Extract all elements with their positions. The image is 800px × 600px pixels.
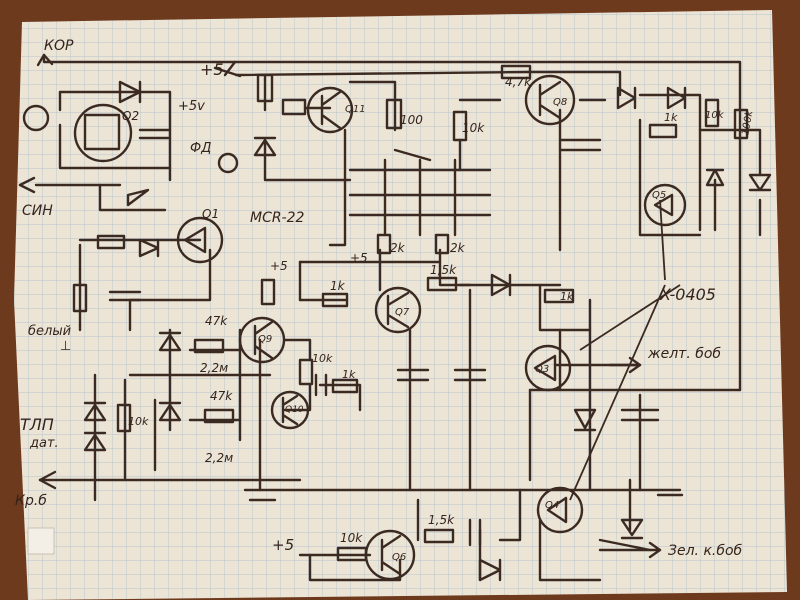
label-r100k: 100k [740,109,755,137]
label-r22m-2: 2,2м [205,451,233,465]
label-r1k-q10: 1k [342,368,356,381]
label-gnd: ⊥ [60,339,71,354]
label-q9: Q9 [258,334,272,345]
label-r10k-q10: 10k [312,352,333,365]
label-r22m-1: 2,2м [200,361,228,375]
label-q3: Q3 [535,364,549,375]
label-r10k-left: 10k [128,415,149,428]
label-r47k-top: 4,7k [505,75,532,89]
label-r10k-bot: 10k [340,531,363,545]
label-plus5-l: +5 [270,259,288,273]
label-q4: Q4 [545,500,559,511]
label-zhelt: желт. боб [647,346,721,362]
note-piece [27,527,55,555]
label-sin: СИН [22,203,53,219]
label-beluy: белый [28,324,71,339]
label-q11: Q11 [345,104,366,115]
label-r1k-b: 1k [560,290,574,303]
label-q8: Q8 [553,97,567,108]
label-zel: Зел. к.боб [668,543,743,559]
label-r10k-right: 10k [705,110,725,121]
label-x0405: X-0405 [659,285,716,304]
label-r1k-a: 1k [330,279,346,293]
label-plus5v: +5v [178,99,205,114]
label-r15k-a: 1,5k [430,263,457,277]
label-r1k-right: 1k [664,111,678,124]
label-q1: Q1 [202,207,219,221]
label-dat: дат. [29,436,59,451]
label-q2: Q2 [122,109,139,123]
label-kor: КОР [44,38,74,54]
label-q7: Q7 [395,307,410,318]
label-r15k-b: 1,5k [428,513,455,527]
label-plus5-top: +5 [200,60,224,79]
label-r10k-mid: 10k [462,121,485,135]
label-r100: 100 [400,113,423,127]
components [18,53,772,582]
label-tlp: ТЛП [20,415,54,434]
label-r2k-a: 2k [390,241,406,255]
label-q6: Q6 [392,552,406,563]
label-r2k-b: 2k [450,241,466,255]
label-kr: Кр.б [15,493,47,509]
label-fd: ФД [190,141,211,156]
label-r47k-l2: 47k [210,389,233,403]
label-q10: Q10 [285,405,304,415]
label-plus5-bot: +5 [272,536,294,554]
label-mcr22: MCR-22 [250,210,305,226]
label-r47k-l1: 47k [205,314,228,328]
label-plus5-m: +5 [350,251,368,265]
labels: КОР +5 Q2 +5v Q11 100 4,7k Q8 10k 1k 10k… [15,38,756,563]
paper-sheet [14,10,787,600]
label-q5: Q5 [652,190,666,201]
